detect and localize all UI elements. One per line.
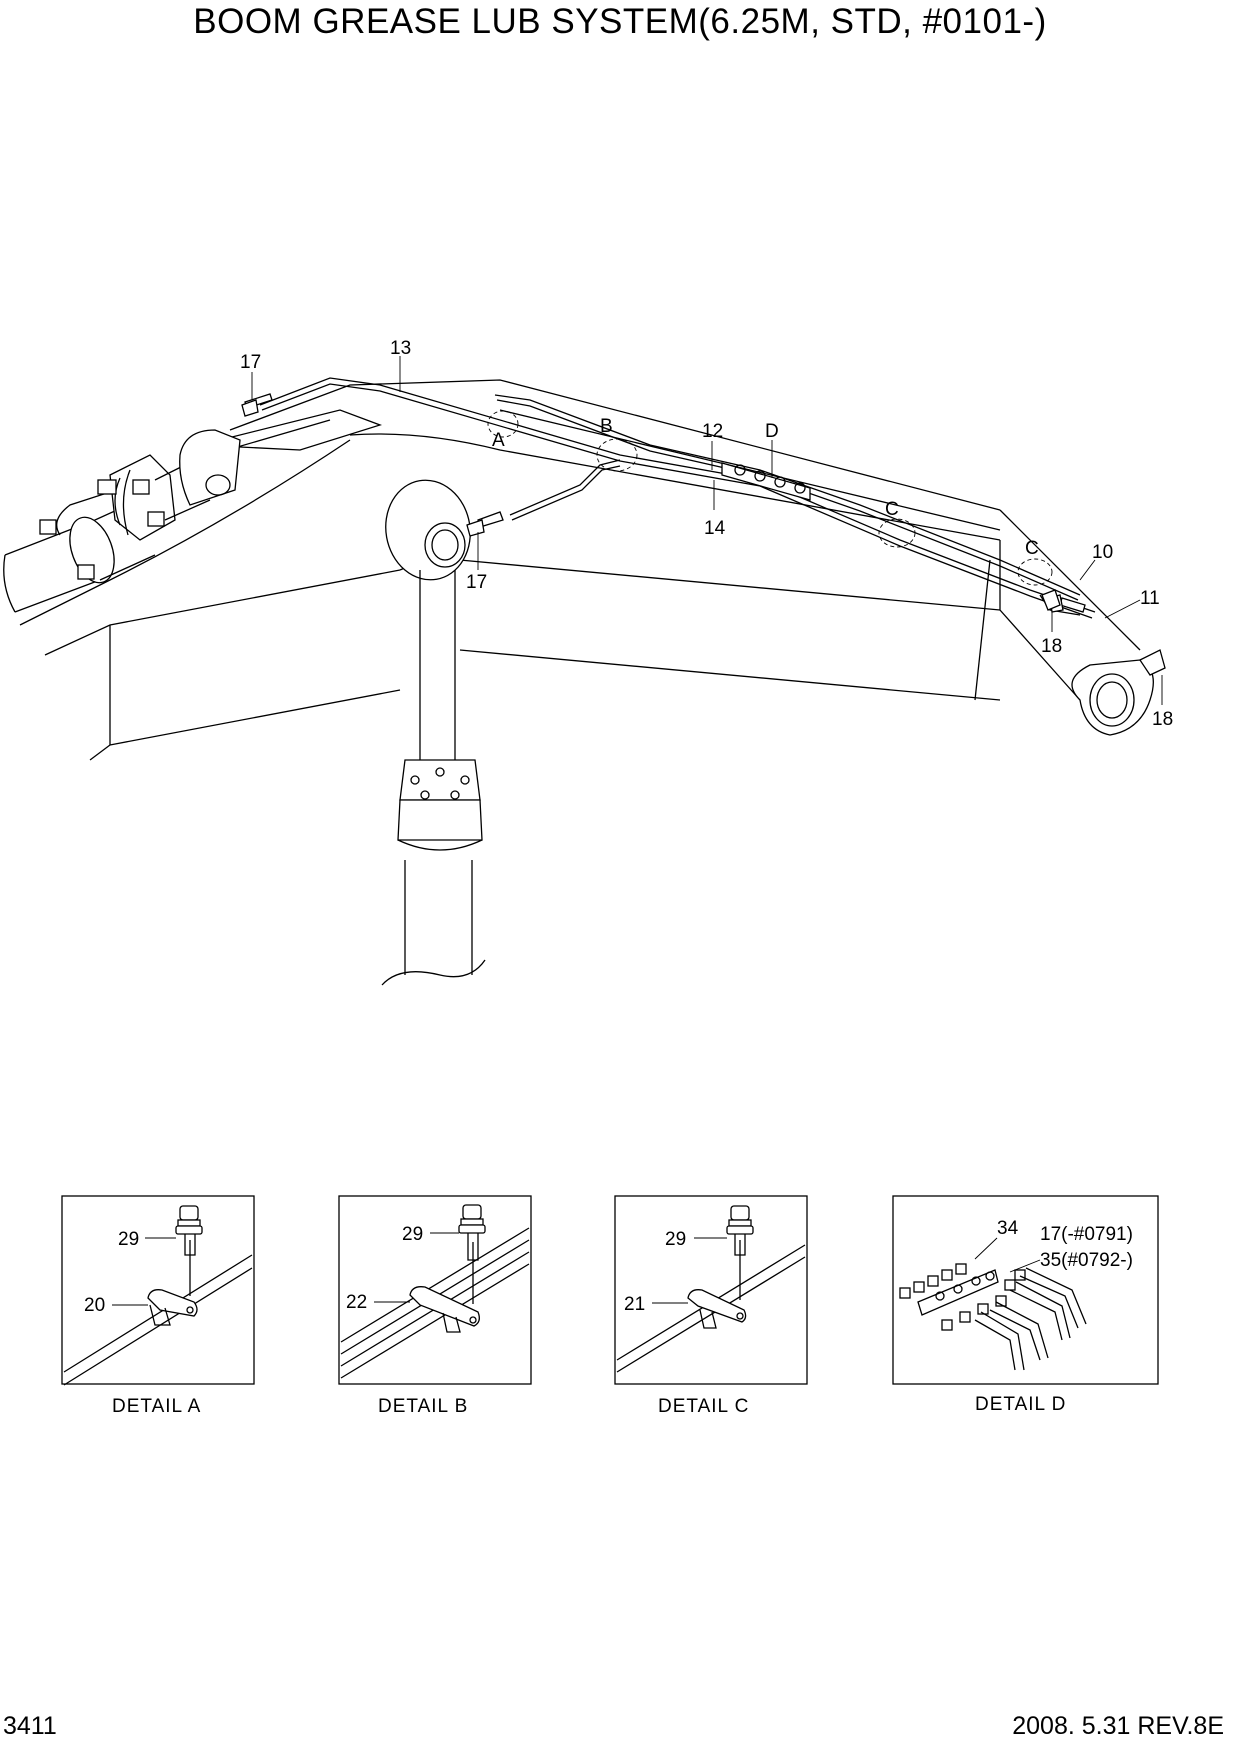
page-title: BOOM GREASE LUB SYSTEM(6.25M, STD, #0101…	[193, 2, 1047, 41]
detail-b	[338, 1195, 532, 1385]
grease-pipes	[241, 377, 1166, 676]
detail-c-label-29: 29	[665, 1229, 686, 1250]
detail-a	[61, 1195, 255, 1386]
callout-12: 12	[702, 421, 723, 442]
revision-stamp: 2008. 5.31 REV.8E	[1012, 1712, 1224, 1740]
arm-cylinder	[381, 479, 486, 986]
callout-10: 10	[1092, 542, 1113, 563]
callout-b: B	[600, 416, 613, 437]
detail-d-caption: DETAIL D	[975, 1394, 1066, 1415]
callout-11: 11	[1140, 588, 1160, 609]
detail-b-label-29: 29	[402, 1224, 423, 1245]
callout-d: D	[765, 421, 779, 442]
detail-a-caption: DETAIL A	[112, 1396, 201, 1417]
detail-d-label-35: 35(#0792-)	[1040, 1250, 1133, 1271]
detail-d-label-17: 17(-#0791)	[1040, 1224, 1133, 1245]
detail-a-label-20: 20	[84, 1295, 105, 1316]
callout-18-right: 18	[1152, 709, 1173, 730]
detail-b-label-22: 22	[346, 1292, 367, 1313]
callout-13: 13	[390, 338, 411, 359]
page-number: 3411	[3, 1712, 57, 1740]
boom-structure	[3, 379, 1154, 761]
detail-d-label-34: 34	[997, 1218, 1019, 1239]
detail-a-label-29: 29	[118, 1229, 139, 1250]
callout-18-left: 18	[1041, 636, 1062, 657]
callout-a: A	[492, 430, 505, 451]
detail-b-caption: DETAIL B	[378, 1396, 468, 1417]
callout-17-top: 17	[240, 352, 261, 373]
callout-17-bottom: 17	[466, 572, 487, 593]
leader-lines	[251, 356, 1163, 705]
detail-c	[614, 1195, 808, 1385]
callout-14: 14	[704, 518, 726, 539]
detail-c-label-21: 21	[624, 1294, 645, 1315]
callout-c-2: C	[1025, 538, 1039, 559]
callout-c-1: C	[885, 499, 899, 520]
detail-c-caption: DETAIL C	[658, 1396, 749, 1417]
detail-d	[892, 1195, 1159, 1385]
